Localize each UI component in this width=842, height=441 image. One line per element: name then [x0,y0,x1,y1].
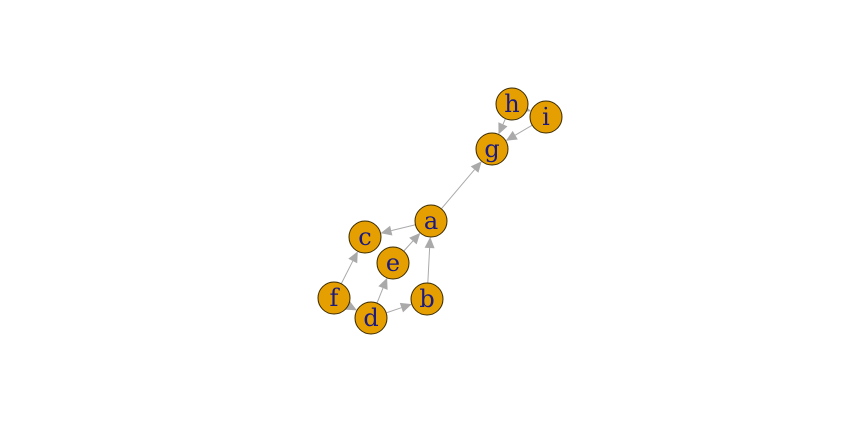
node-circle [529,100,563,134]
edge-line [514,124,533,136]
node-label: c [358,223,371,251]
edge-d-e [376,277,388,304]
node-i: i [529,100,563,134]
node-label: a [424,207,438,235]
node-label: d [363,304,378,332]
edge-arrowhead [380,225,393,236]
node-circle [354,301,388,335]
edge-a-g [440,161,482,210]
edge-arrowhead [498,122,508,135]
node-b: b [410,282,444,316]
node-g: g [475,132,509,166]
node-label: i [542,103,550,131]
node-circle [414,204,448,238]
edge-arrowhead [505,130,518,141]
node-h: h [495,87,529,121]
edge-arrowhead [424,237,435,249]
node-circle [348,220,382,254]
node-a: a [414,204,448,238]
edge-b-a [424,237,435,284]
edge-line [340,260,354,284]
node-f: f [317,281,351,315]
node-circle [475,132,509,166]
edge-line [502,118,506,125]
node-circle [317,281,351,315]
node-e: e [376,246,410,280]
node-circle [410,282,444,316]
edge-arrowhead [409,232,421,245]
edge-line [440,169,475,210]
node-label: g [484,135,499,163]
edge-arrowhead [348,251,358,264]
edge-f-c [340,251,358,284]
edge-i-g [505,124,533,141]
edge-arrowhead [344,300,357,311]
edge-e-a [403,232,421,252]
edge-line [391,224,416,232]
edge-a-c [380,224,416,236]
node-label: e [386,249,400,277]
node-d: d [354,301,388,335]
node-c: c [348,220,382,254]
node-label: b [419,285,434,313]
edge-line [385,307,402,314]
edge-line [403,240,414,252]
edge-arrowhead [378,277,388,290]
edge-line [427,247,431,284]
edge-arrowhead [470,161,482,173]
node-circle [495,87,529,121]
edge-line [376,287,384,304]
node-circle [376,246,410,280]
edge-d-b [385,302,412,314]
edge-h-g [498,118,508,135]
node-label: h [504,90,519,118]
node-label: f [330,284,341,312]
edge-arrowhead [399,302,412,313]
